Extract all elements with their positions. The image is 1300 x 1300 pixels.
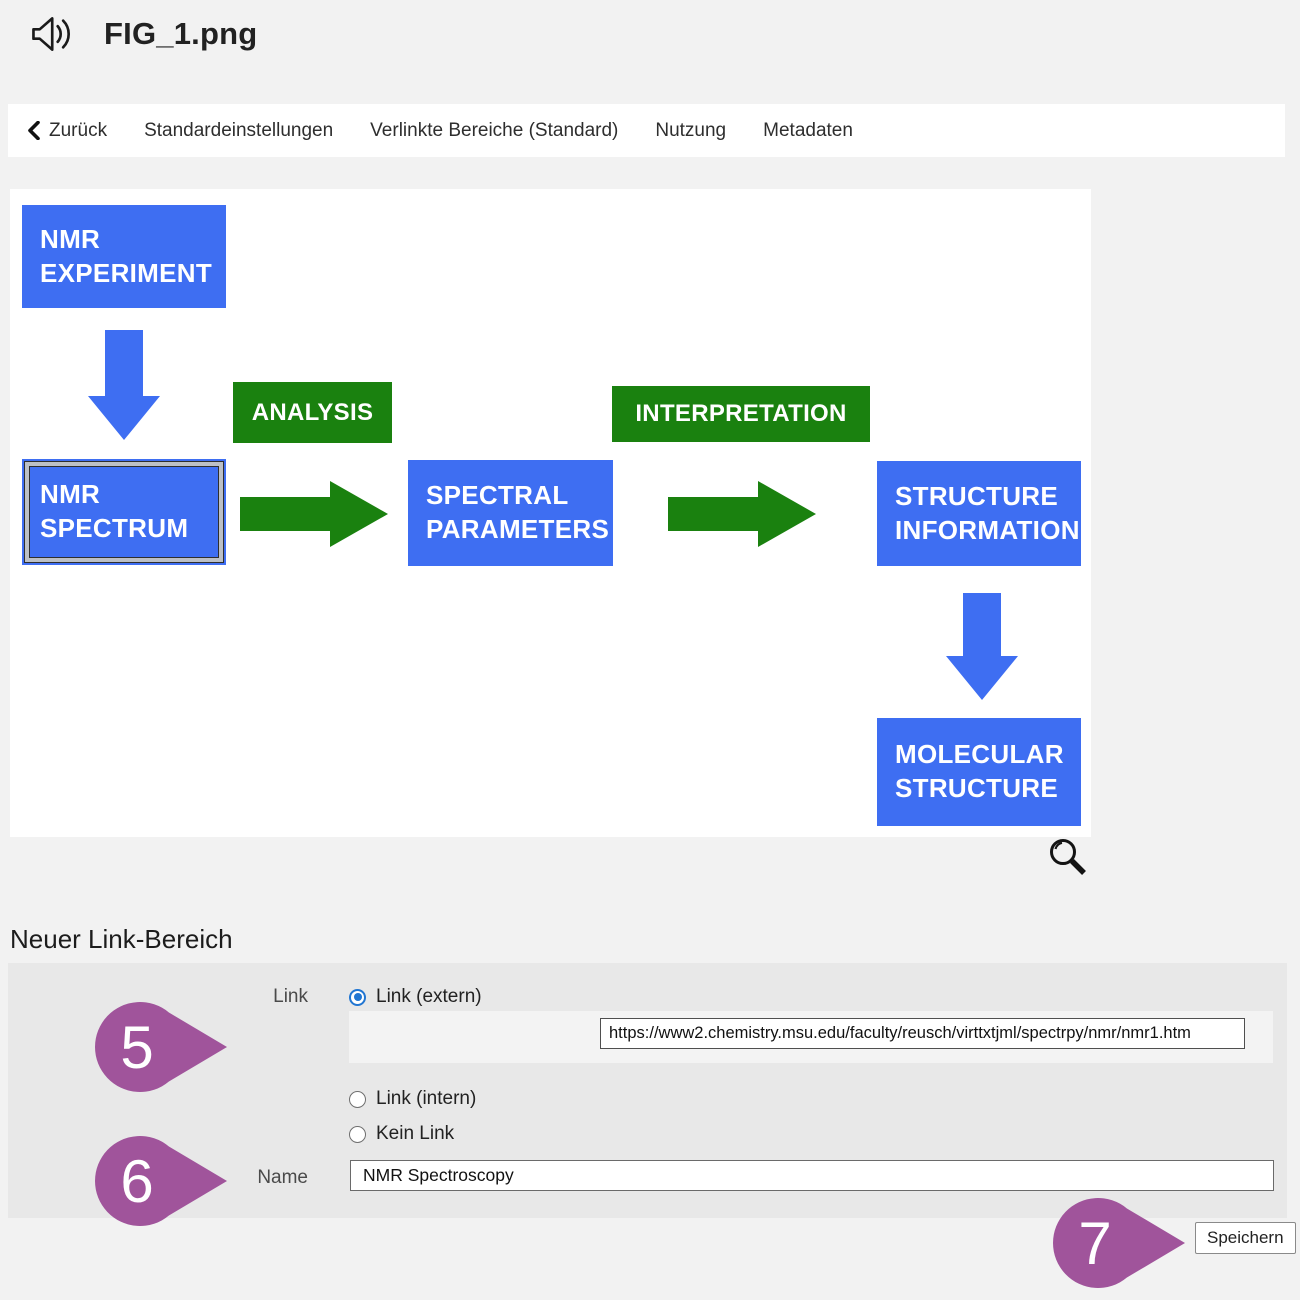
page-title: FIG_1.png: [104, 16, 258, 51]
link-name-input[interactable]: [350, 1160, 1274, 1191]
link-field-label: Link: [273, 986, 308, 1007]
step-marker-number: 6: [120, 1148, 153, 1215]
back-label: Zurück: [49, 119, 108, 141]
image-preview-area: NMR EXPERIMENT ANALYSIS NMR SPECTRUM SPE…: [10, 189, 1091, 837]
down-arrow-icon: [946, 593, 1018, 700]
page-header: FIG_1.png: [28, 10, 257, 58]
zoom-magnifier-button[interactable]: [1046, 836, 1090, 880]
flowchart-box-molecular-structure: MOLECULAR STRUCTURE: [877, 718, 1081, 826]
link-form-panel: Link Link (extern) Link (intern) Kein Li…: [8, 963, 1287, 1218]
link-region-selection[interactable]: [25, 462, 223, 562]
right-arrow-icon: [668, 481, 816, 547]
flowchart-box-nmr-experiment: NMR EXPERIMENT: [22, 205, 226, 308]
magnifier-icon: [1050, 839, 1086, 875]
step-marker-number: 5: [120, 1014, 153, 1081]
speaker-sound-icon: [32, 17, 70, 51]
flowchart-box-structure-information: STRUCTURE INFORMATION: [877, 461, 1081, 566]
tab-verlinkte-bereiche[interactable]: Verlinkte Bereiche (Standard): [370, 119, 619, 141]
step-marker-number: 7: [1078, 1210, 1111, 1277]
right-arrow-icon: [240, 481, 388, 547]
section-heading: Neuer Link-Bereich: [10, 924, 233, 954]
radio-button-icon[interactable]: [349, 1125, 366, 1143]
radio-button-icon[interactable]: [349, 988, 366, 1006]
radio-button-icon[interactable]: [349, 1090, 366, 1108]
back-button[interactable]: Zurück: [28, 120, 107, 142]
radio-label: Link (extern): [376, 986, 482, 1007]
tab-nutzung[interactable]: Nutzung: [655, 119, 727, 141]
save-button[interactable]: Speichern: [1195, 1222, 1296, 1254]
toolbar: Zurück Standardeinstellungen Verlinkte B…: [8, 104, 1285, 157]
flowchart-box-spectral-parameters: SPECTRAL PARAMETERS: [408, 460, 613, 566]
flowchart-box-analysis: ANALYSIS: [233, 382, 392, 443]
radio-kein-link[interactable]: Kein Link: [349, 1123, 454, 1145]
radio-label: Kein Link: [376, 1123, 455, 1144]
down-arrow-icon: [88, 330, 160, 440]
radio-link-extern[interactable]: Link (extern): [349, 986, 482, 1008]
step-marker-7: 7: [1053, 1198, 1185, 1288]
radio-label: Link (intern): [376, 1088, 477, 1109]
flowchart-box-nmr-spectrum: NMR SPECTRUM: [22, 459, 226, 565]
name-field-label: Name: [257, 1167, 308, 1188]
step-marker-6: 6: [95, 1136, 227, 1226]
back-chevron-icon: [28, 121, 40, 140]
flowchart-box-interpretation: INTERPRETATION: [612, 386, 870, 442]
external-url-input[interactable]: [600, 1018, 1245, 1049]
step-marker-5: 5: [95, 1002, 227, 1092]
tab-metadaten[interactable]: Metadaten: [763, 119, 853, 141]
tab-standardeinstellungen[interactable]: Standardeinstellungen: [144, 119, 334, 141]
radio-link-intern[interactable]: Link (intern): [349, 1088, 476, 1110]
